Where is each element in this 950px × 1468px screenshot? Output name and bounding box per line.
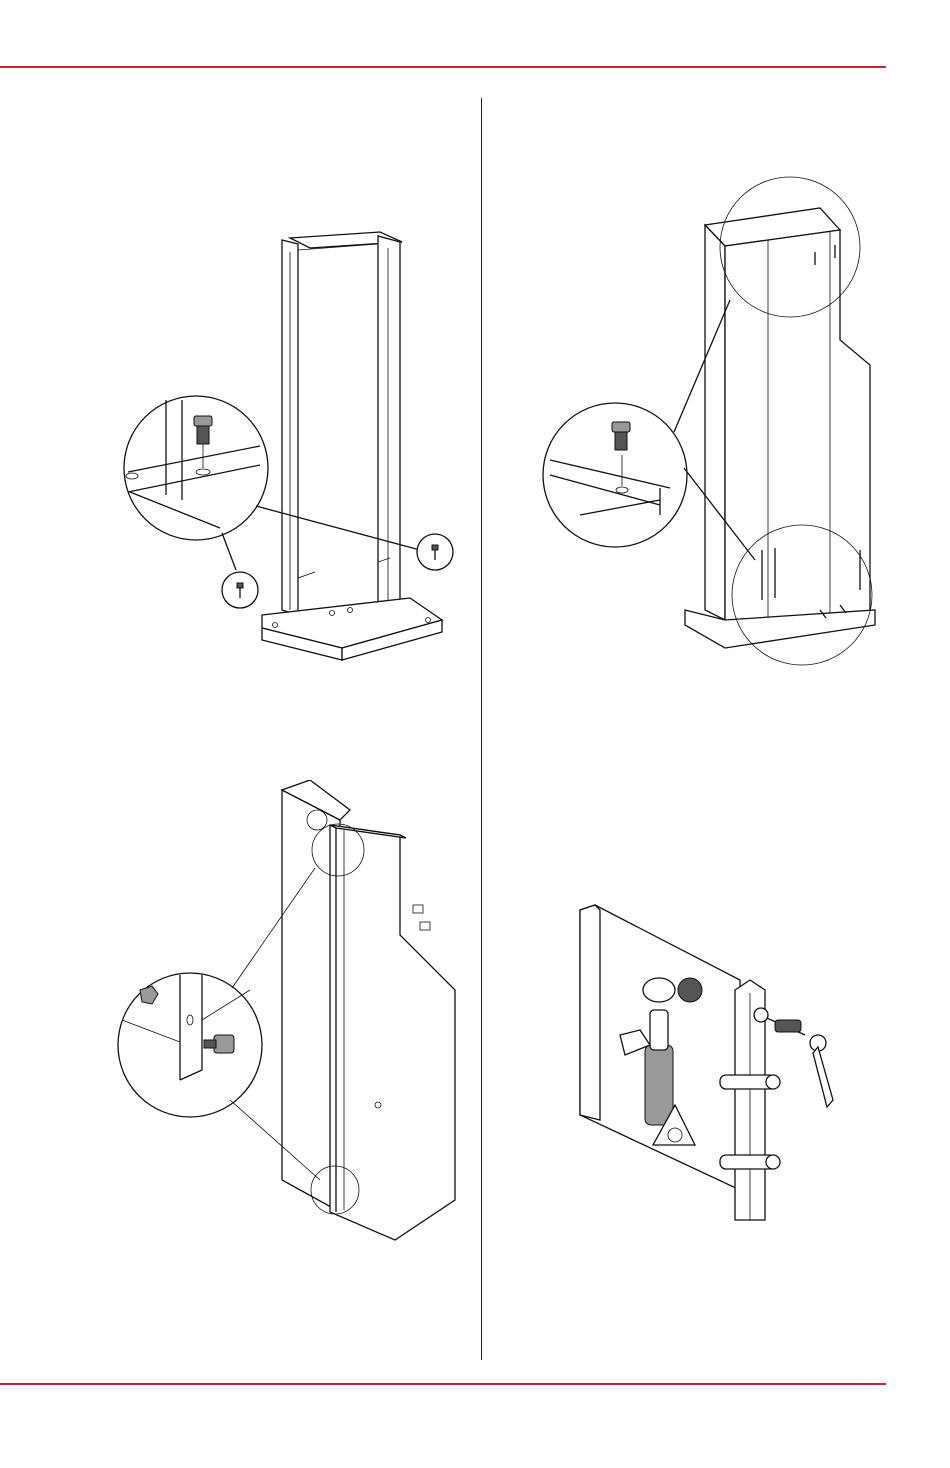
column-frame-bolt-assembly-icon [110, 210, 470, 680]
column-divider [481, 98, 482, 1360]
column-panel-nut-bolt-icon [110, 780, 470, 1250]
arm-bracket-clamp-lever-icon [565, 895, 865, 1235]
footer-rule [0, 1383, 886, 1385]
header-rule [0, 66, 886, 68]
column-cover-screws-icon [540, 170, 890, 670]
